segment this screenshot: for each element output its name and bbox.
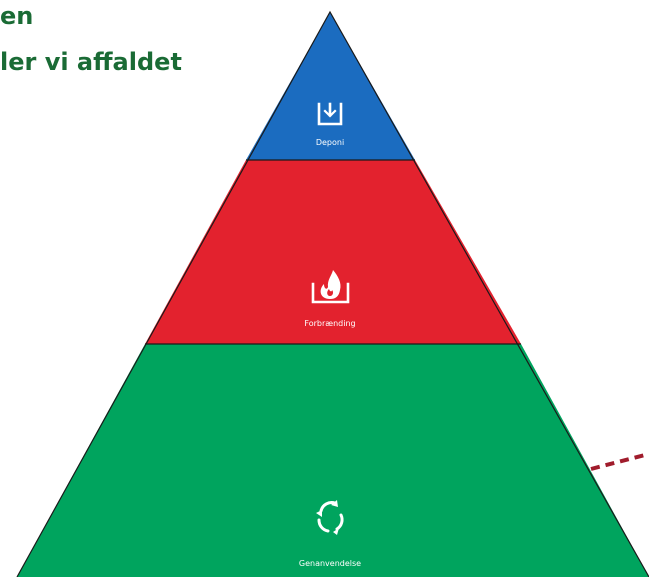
tier-label-recycling: Genanvendelse xyxy=(299,559,361,568)
dashed-connector-line xyxy=(590,452,649,471)
heading-line-1: en xyxy=(0,2,34,30)
tier-recycling xyxy=(17,344,649,577)
pyramid-outline xyxy=(16,10,649,577)
flame-icon xyxy=(311,270,350,304)
recycle-icon xyxy=(316,500,344,535)
tier-landfill xyxy=(246,12,415,160)
heading-line-2: ler vi affaldet xyxy=(0,48,182,76)
tier-label-incineration: Forbrænding xyxy=(304,319,355,328)
deposit-box-icon xyxy=(317,102,343,126)
tier-incineration xyxy=(145,160,521,344)
tier-label-landfill: Deponi xyxy=(316,138,344,147)
